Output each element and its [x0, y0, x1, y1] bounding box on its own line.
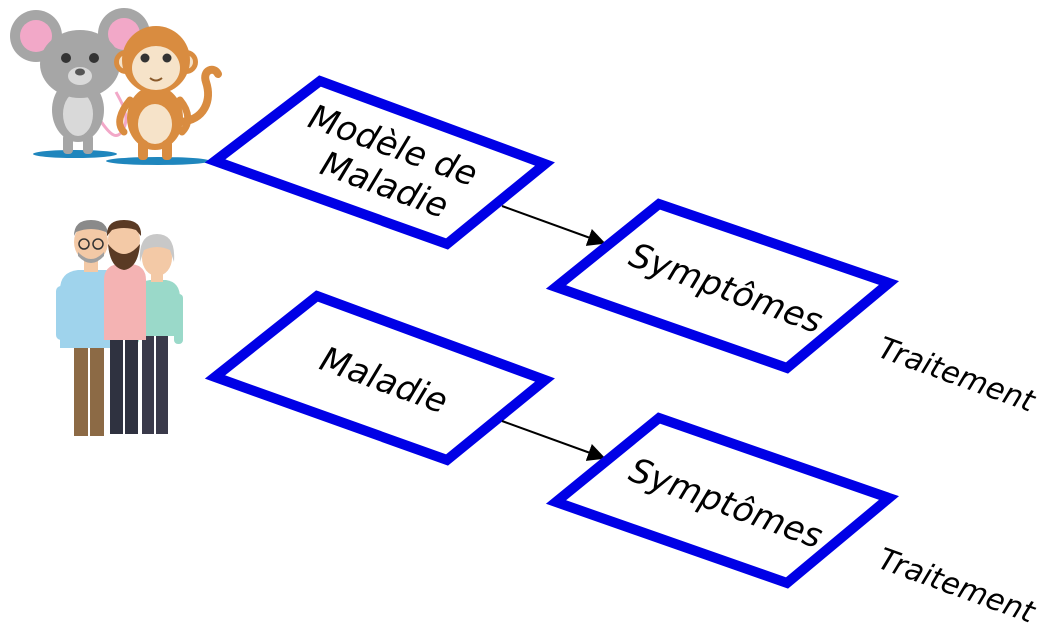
cause-box-disease: [204, 290, 555, 466]
cause-effect-arrow: [501, 205, 606, 246]
human-patients-illustration: [56, 220, 183, 436]
mouse-icon: [10, 8, 150, 154]
effect-box-symptoms: [545, 412, 899, 589]
bearded-man-icon: [104, 220, 146, 434]
effect-box-symptoms: [545, 198, 900, 374]
monkey-shadow: [106, 157, 210, 165]
treatment-label: Traitement: [873, 331, 1040, 420]
cause-effect-arrow: [501, 420, 606, 461]
row-human-disease: Maladie Symptômes Traitement: [204, 290, 1040, 631]
mouse-shadow: [33, 150, 117, 158]
animal-model-illustration: [10, 8, 222, 165]
elderly-woman-icon: [130, 234, 183, 434]
monkey-icon: [114, 26, 222, 160]
treatment-label: Traitement: [873, 542, 1040, 631]
cause-box-disease-model: [204, 75, 555, 250]
